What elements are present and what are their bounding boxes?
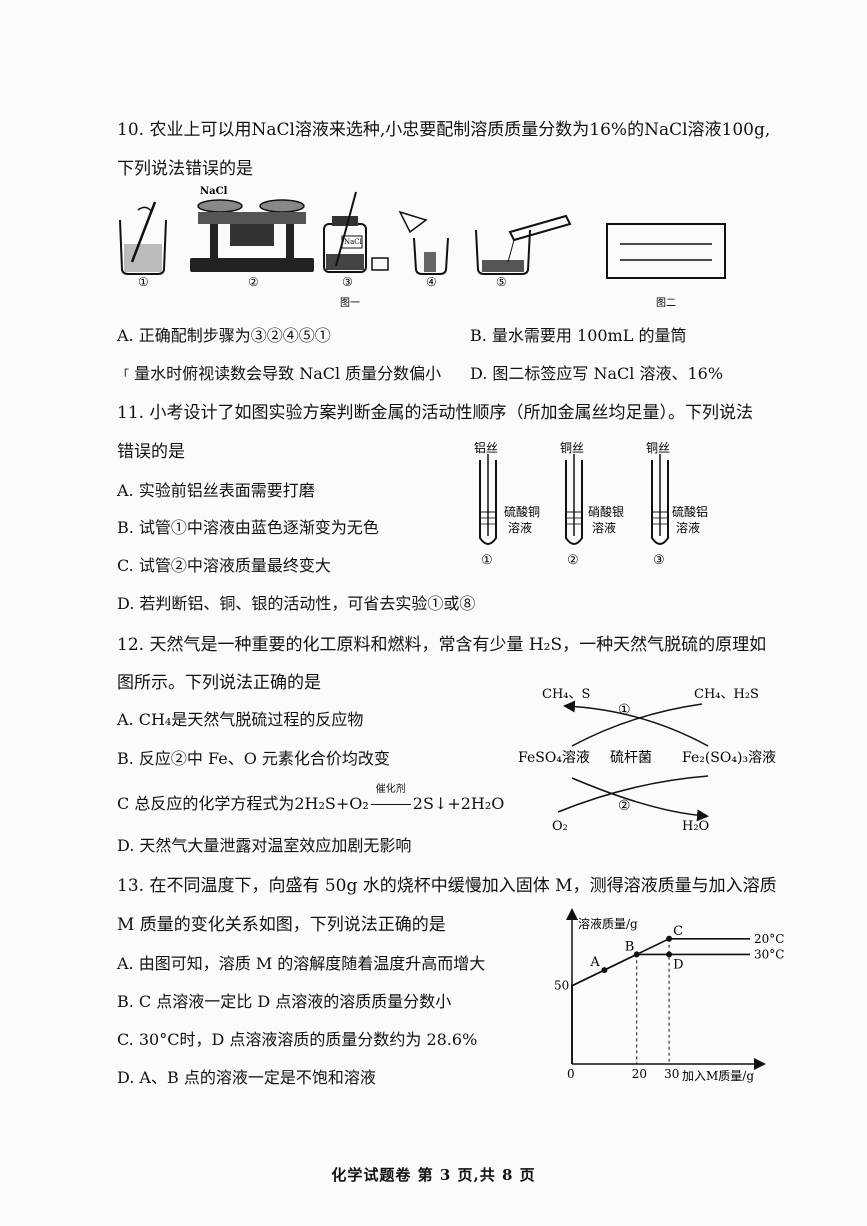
q12-option-b: B. 反应②中 Fe、O 元素化合价均改变 — [117, 749, 390, 768]
tube2-number: ② — [567, 553, 579, 568]
q12-left-species: FeSO₄溶液 — [518, 750, 590, 766]
tube3-number: ③ — [653, 553, 665, 568]
q12-equation-left: 2H₂S+O₂ — [294, 794, 369, 813]
q13-stem-line2: M 质量的变化关系如图，下列说法正确的是 — [117, 915, 446, 935]
step-label: ① — [138, 275, 149, 289]
q11-stem-line2: 错误的是 — [117, 442, 185, 462]
chart-series-label-0: 20°C — [754, 932, 784, 946]
chart-point-label-C: C — [673, 924, 683, 939]
q10-option-c: 「 量水时俯视读数会导致 NaCl 质量分数偏小 — [117, 364, 442, 383]
q12-bottom-right-label: H₂O — [682, 819, 709, 834]
chart-x-label: 加入M质量/g — [682, 1069, 754, 1083]
q13-option-a: A. 由图可知，溶质 M 的溶解度随着温度升高而增大 — [117, 954, 486, 973]
chart-x-tick-2: 30 — [664, 1067, 679, 1081]
q12-equation-right: 2S↓+2H₂O — [412, 794, 505, 813]
tube3-wire-label: 铜丝 — [646, 440, 670, 455]
q11-option-a: A. 实验前铝丝表面需要打磨 — [117, 481, 315, 500]
label-box-icon — [606, 223, 726, 279]
tube2-solution: 硝酸银 — [588, 504, 624, 519]
q11-option-c: C. 试管②中溶液质量最终变大 — [117, 556, 331, 575]
test-tube-icon — [479, 454, 497, 545]
step-label: ⑤ — [496, 275, 507, 289]
chart-point-C — [666, 935, 673, 942]
q10-figure: ① NaCl ② NaCl ③ ④ ⑤ 图一 — [119, 186, 726, 309]
q10-option-a: A. 正确配制步骤为③②④⑤① — [117, 326, 331, 345]
pour-solid-icon — [398, 210, 449, 275]
q12-step-1: ① — [618, 702, 631, 718]
q12-stem-line2: 图所示。下列说法正确的是 — [117, 673, 321, 693]
test-tube-icon — [651, 454, 669, 545]
chart-y-tick-0: 50 — [554, 979, 569, 993]
chart-point-D — [666, 951, 673, 958]
chart-point-A — [601, 967, 608, 974]
q13-chart: 溶液质量/g 加入M质量/g 20°C30°C A B C D 0 20 30 50 — [554, 908, 784, 1083]
bottle-label: NaCl — [344, 238, 363, 246]
chart-point-label-D: D — [673, 957, 683, 972]
q10-option-b: B. 量水需要用 100mL 的量筒 — [470, 326, 687, 345]
balance-icon — [190, 199, 314, 272]
tube1-solution-2: 溶液 — [508, 520, 532, 535]
q10-stem-line2: 下列说法错误的是 — [117, 159, 253, 179]
q11-option-b: B. 试管①中溶液由蓝色逐渐变为无色 — [117, 518, 379, 537]
beaker-stir-icon — [119, 201, 167, 275]
q12-right-species: Fe₂(SO₄)₃溶液 — [682, 750, 776, 766]
figure1-caption: 图一 — [340, 297, 360, 309]
tube2-wire-label: 铜丝 — [560, 440, 584, 455]
q12-option-c: C 总反应的化学方程式为2H₂S+O₂ 催化剂 2S↓+2H₂O — [117, 784, 505, 814]
q12-step-2: ② — [618, 798, 631, 814]
q12-bottom-left-label: O₂ — [552, 819, 568, 834]
tube1-number: ① — [481, 553, 493, 568]
q11-test-tubes-figure: 铝丝 硫酸铜 溶液 ① 铜丝 硝酸银 溶液 ② 铜丝 硫酸铝 溶液 ③ — [474, 440, 708, 568]
chart-x-tick-1: 20 — [632, 1067, 647, 1081]
pour-liquid-icon — [475, 214, 572, 275]
test-tube-icon — [565, 454, 583, 545]
q12-option-c-prefix: C 总反应的化学方程式为 — [117, 794, 295, 813]
page-footer: 化学试题卷 第 3 页,共 8 页 — [331, 1166, 536, 1184]
chart-point-B — [633, 951, 640, 958]
q12-option-d: D. 天然气大量泄露对温室效应加剧无影响 — [117, 836, 412, 855]
q10-stem-line1: 10. 农业上可以用NaCl溶液来选种,小忠要配制溶质质量分数为16%的NaCl… — [117, 120, 771, 140]
q12-middle-species: 硫杆菌 — [610, 750, 652, 766]
chart-series-line-1 — [571, 953, 750, 1064]
balance-nacl-label: NaCl — [200, 186, 228, 197]
step-label: ③ — [342, 275, 353, 289]
q12-top-left-label: CH₄、S — [542, 687, 590, 702]
q13-option-d: D. A、B 点的溶液一定是不饱和溶液 — [117, 1068, 376, 1087]
q11-option-d: D. 若判断铝、铜、银的活动性，可省去实验①或⑧ — [117, 594, 476, 613]
q11-stem-line1: 11. 小考设计了如图实验方案判断金属的活动性顺序（所加金属丝均足量）。下列说法 — [117, 403, 753, 423]
tube1-solution: 硫酸铜 — [504, 504, 540, 519]
tube3-solution: 硫酸铝 — [672, 504, 708, 519]
q12-catalyst: 催化剂 — [375, 784, 406, 795]
q13-stem-line1: 13. 在不同温度下，向盛有 50g 水的烧杯中缓慢加入固体 M，测得溶液质量与… — [117, 876, 777, 896]
tube1-wire-label: 铝丝 — [474, 440, 498, 455]
q10-option-d: D. 图二标签应写 NaCl 溶液、16% — [470, 364, 724, 383]
step-label: ② — [248, 275, 259, 289]
chart-point-label-A: A — [589, 955, 600, 970]
chart-y-label: 溶液质量/g — [578, 916, 638, 931]
tube3-solution-2: 溶液 — [676, 520, 700, 535]
chart-point-label-B: B — [625, 939, 635, 954]
reagent-bottle-icon — [323, 191, 389, 273]
q12-option-a: A. CH₄是天然气脱硫过程的反应物 — [117, 710, 364, 729]
figure2-caption: 图二 — [656, 297, 676, 309]
step-label: ④ — [426, 275, 437, 289]
chart-x-tick-0: 0 — [567, 1067, 575, 1081]
q12-top-right-label: CH₄、H₂S — [694, 687, 759, 702]
q12-desulfurization-diagram: CH₄、S CH₄、H₂S ① FeSO₄溶液 硫杆菌 Fe₂(SO₄)₃溶液 … — [518, 687, 776, 834]
q13-option-c: C. 30°C时，D 点溶液溶质的质量分数约为 28.6% — [117, 1030, 478, 1049]
q13-option-b: B. C 点溶液一定比 D 点溶液的溶质质量分数小 — [117, 992, 452, 1011]
chart-series-label-1: 30°C — [754, 947, 784, 961]
q12-stem-line1: 12. 天然气是一种重要的化工原料和燃料，常含有少量 H₂S，一种天然气脱硫的原… — [117, 635, 767, 655]
q10-option-c-text: 量水时俯视读数会导致 NaCl 质量分数偏小 — [134, 364, 442, 383]
tube2-solution-2: 溶液 — [592, 520, 616, 535]
